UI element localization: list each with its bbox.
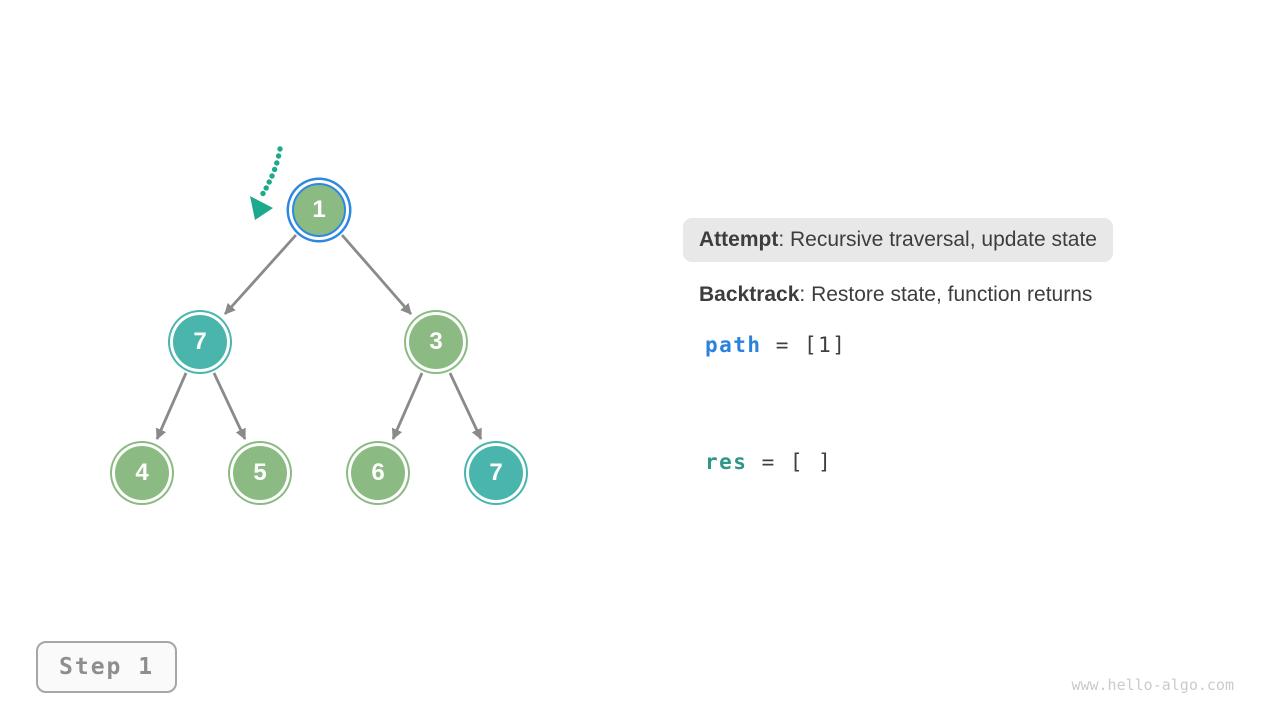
tree-node-7: 7	[173, 315, 227, 369]
path-variable-name: path	[705, 333, 762, 357]
legend-attempt-text: : Recursive traversal, update state	[778, 228, 1097, 251]
tree-node-7: 7	[469, 446, 523, 500]
legend-attempt: Attempt: Recursive traversal, update sta…	[683, 218, 1113, 262]
state-res: res = [ ]	[705, 450, 832, 474]
state-path: path = [1]	[705, 333, 846, 357]
tree-node-6: 6	[351, 446, 405, 500]
current-node-pointer-icon	[250, 146, 283, 220]
legend-backtrack: Backtrack: Restore state, function retur…	[699, 283, 1092, 307]
res-variable-value: = [ ]	[761, 450, 833, 474]
tree-node-4: 4	[115, 446, 169, 500]
legend-backtrack-label: Backtrack	[699, 283, 800, 306]
tree-node-3: 3	[409, 315, 463, 369]
tree-node-5: 5	[233, 446, 287, 500]
legend-attempt-label: Attempt	[699, 228, 779, 251]
path-variable-value: = [1]	[775, 333, 847, 357]
step-badge: Step 1	[36, 641, 178, 693]
res-variable-name: res	[705, 450, 748, 474]
watermark: www.hello-algo.com	[1071, 676, 1234, 694]
tree-node-1: 1	[292, 183, 346, 237]
legend-backtrack-text: : Restore state, function returns	[799, 283, 1093, 306]
